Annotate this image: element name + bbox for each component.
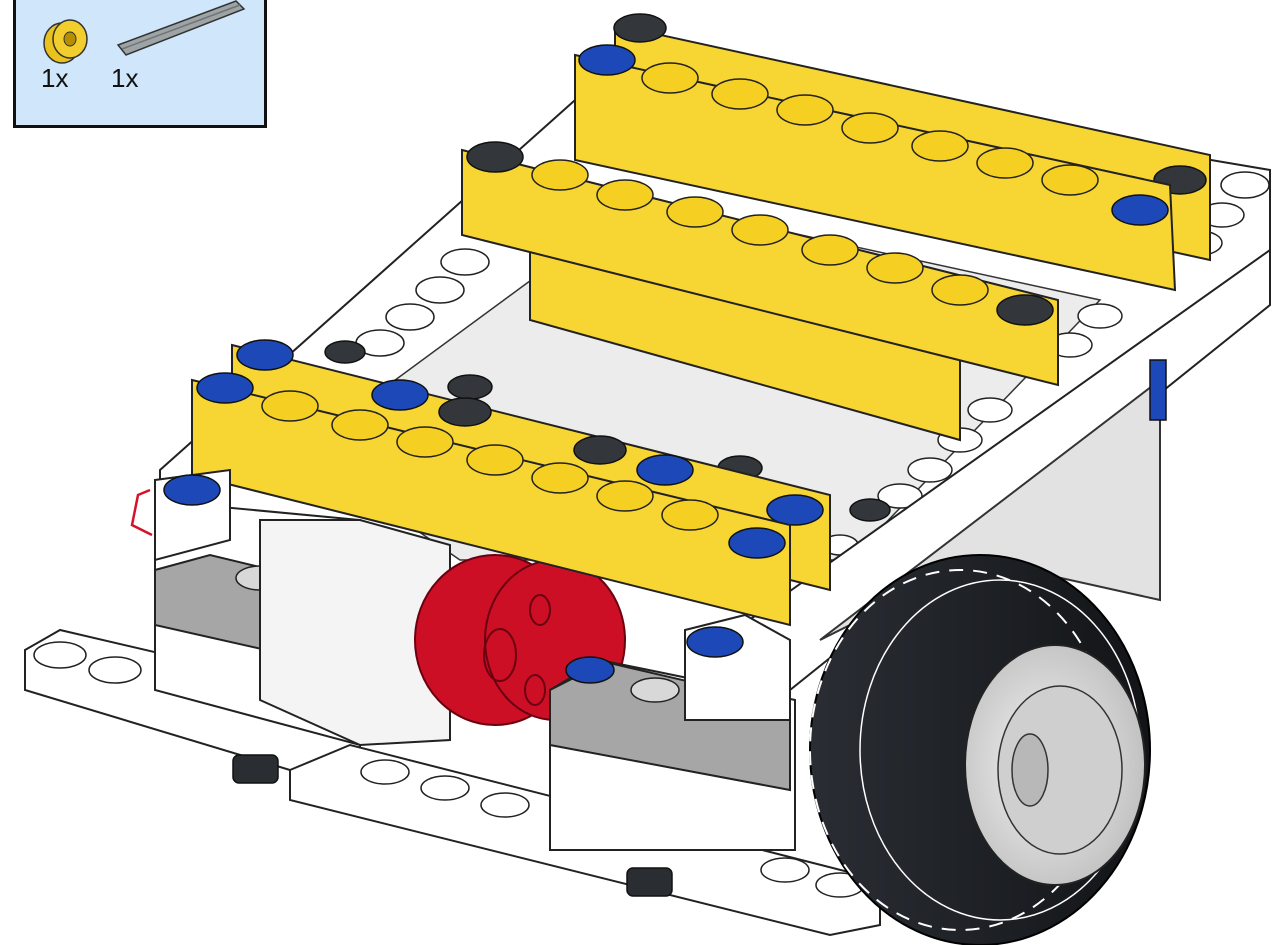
- parts-needed-callout: 1x 1x: [13, 0, 267, 128]
- yellow-beam-front-front: [191, 372, 791, 627]
- center-white-block: [259, 519, 451, 747]
- left-rail-holes: [355, 248, 490, 357]
- black-axle-pin-right: [626, 867, 673, 897]
- front-right-beam-end: [684, 613, 791, 721]
- yellow-beam-back-front: [574, 44, 1177, 292]
- yellow-bush-icon: [43, 19, 88, 64]
- bush-quantity: 1x: [41, 63, 69, 93]
- front-left-beam-end: [130, 468, 231, 562]
- yellow-beam-middle: [461, 141, 1059, 442]
- grey-axle-icon: [116, 0, 246, 56]
- axle-quantity: 1x: [111, 63, 139, 93]
- black-axle-pin-left: [232, 754, 279, 784]
- wheel: [809, 554, 1151, 945]
- bottom-white-beam-left: [24, 628, 361, 792]
